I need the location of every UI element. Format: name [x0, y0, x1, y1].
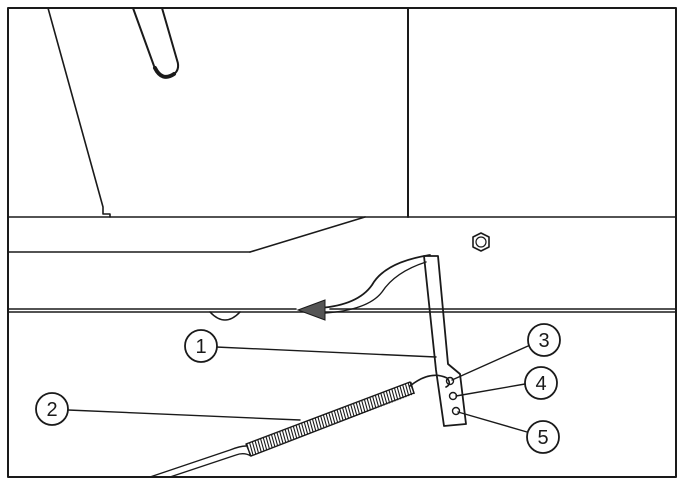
spring-coil	[322, 414, 328, 428]
spring-coil	[347, 405, 352, 418]
spring-coil	[336, 409, 342, 423]
spring-coil	[385, 391, 391, 404]
leader-2	[67, 409, 301, 421]
spring-coil	[251, 441, 257, 455]
callout-circle-2	[35, 392, 69, 426]
leader-5	[457, 411, 528, 433]
spring-coil	[254, 440, 260, 454]
callout-label-5: 5	[537, 427, 548, 449]
spring-coil	[372, 396, 377, 409]
spring-coil	[301, 423, 306, 436]
spring-coil	[317, 416, 322, 430]
spring-coil	[320, 415, 325, 429]
curved-tube-inner	[324, 261, 427, 314]
spring-coil	[361, 400, 366, 413]
spring-coil	[388, 390, 393, 403]
beam-bump	[209, 311, 241, 321]
spring-coil	[257, 439, 262, 453]
spring-coil	[399, 385, 404, 399]
spring-coil	[352, 403, 358, 416]
knob-cap	[153, 66, 176, 79]
spring-coil	[339, 408, 344, 422]
callout-label-4: 4	[535, 373, 546, 395]
spring-coil	[344, 406, 350, 420]
callout-label-1: 1	[195, 336, 206, 358]
spring-coils	[246, 381, 415, 457]
spring-coil	[311, 418, 317, 432]
spring-coil	[284, 429, 290, 442]
spring-coil	[260, 438, 265, 452]
spring-coil	[265, 436, 270, 449]
spring-coil	[281, 430, 287, 443]
spring-coil	[366, 398, 372, 411]
spring-coil	[393, 387, 399, 401]
spring-coil	[396, 386, 402, 400]
spring-coil	[303, 422, 309, 435]
spring-coil	[298, 424, 303, 437]
leader-3	[451, 345, 529, 381]
callout-label-2: 2	[46, 399, 57, 421]
spring-coil	[290, 427, 295, 440]
spring-coil	[262, 437, 268, 451]
spring-coil	[402, 384, 407, 398]
leader-1	[215, 346, 437, 358]
spring-coil	[410, 381, 415, 395]
hex-bolt-icon	[472, 232, 490, 252]
spring-coil	[270, 434, 276, 447]
spring-coil	[355, 402, 361, 415]
callout-circle-3	[527, 323, 561, 357]
spring-coil	[325, 413, 331, 427]
spring-coil	[268, 435, 273, 448]
callout-circle-1	[184, 329, 218, 363]
spring-coil	[309, 420, 314, 433]
outer-frame	[7, 7, 677, 478]
spring-coil	[404, 383, 410, 397]
leader-4	[455, 383, 526, 397]
spring-coil	[380, 393, 385, 406]
spring-coil	[363, 399, 369, 412]
spring-coil	[377, 394, 383, 407]
curved-tube	[319, 254, 431, 309]
spring-coil	[249, 442, 254, 456]
spring-coil	[292, 426, 298, 439]
spring-coil	[246, 443, 251, 457]
spring-coil	[279, 431, 284, 444]
beam-slope	[249, 216, 366, 253]
spring-coil	[331, 411, 336, 425]
spring-coil	[350, 404, 355, 417]
spring-coil	[391, 389, 396, 402]
slanted-upright	[47, 7, 111, 218]
lever-hole-3	[445, 376, 455, 386]
spring-coil	[333, 410, 339, 424]
spring-coil	[374, 395, 380, 408]
direction-arrow-icon	[296, 299, 326, 321]
spring-coil	[314, 417, 320, 431]
callout-label-3: 3	[538, 330, 549, 352]
spring-coil	[328, 412, 333, 426]
spring-coil	[342, 407, 347, 421]
callout-circle-5	[526, 420, 560, 454]
spring-coil	[273, 433, 279, 446]
lever-hole-5	[451, 406, 461, 416]
spring-coil	[383, 392, 388, 405]
spring-coil	[287, 428, 292, 441]
callout-circle-4	[524, 366, 558, 400]
spring-tail	[149, 445, 247, 478]
spring-coil	[306, 421, 311, 434]
lever-bar	[423, 255, 467, 427]
spring-coil	[276, 432, 281, 445]
spring-coil	[358, 401, 363, 414]
spring-coil	[295, 425, 301, 438]
spring-coil	[369, 397, 374, 410]
spring-coil	[407, 382, 413, 396]
spring-hook	[409, 374, 451, 388]
